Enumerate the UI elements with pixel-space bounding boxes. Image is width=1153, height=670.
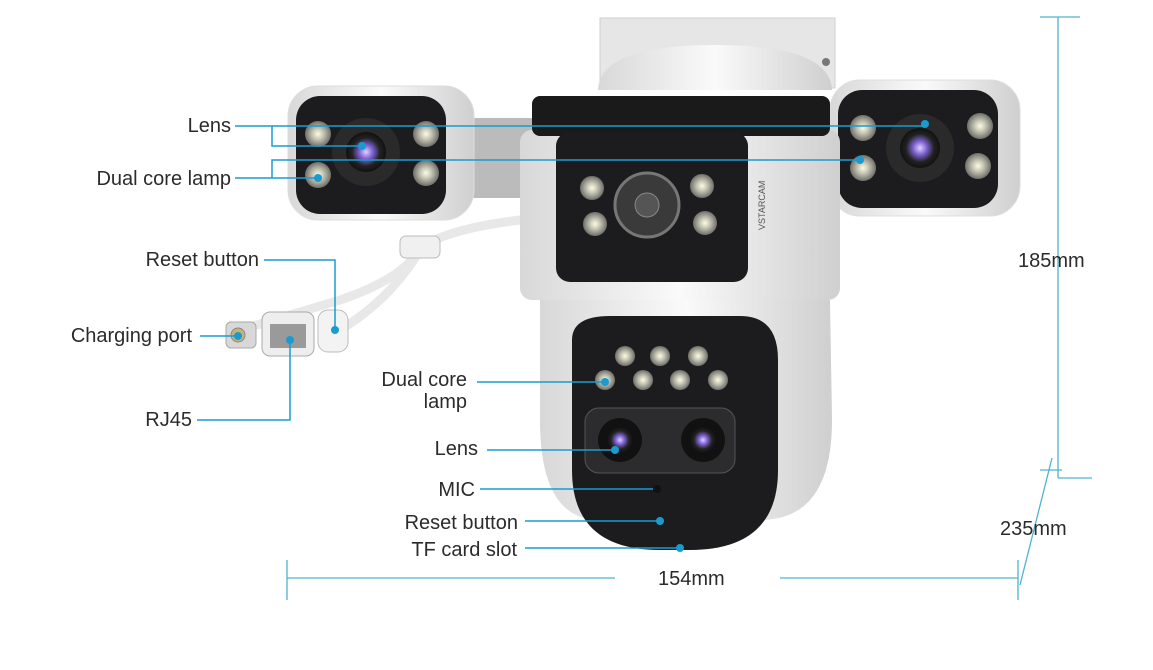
label-lens-top: Lens xyxy=(187,115,231,137)
label-line-1: Dual core xyxy=(381,369,467,391)
dome-body xyxy=(540,300,832,550)
label-tf-card-slot: TF card slot xyxy=(411,539,517,561)
left-bullet-camera xyxy=(287,85,475,221)
label-reset-button-cable: Reset button xyxy=(145,249,259,271)
label-charging-port: Charging port xyxy=(70,325,192,347)
label-mic: MIC xyxy=(438,479,475,501)
wall-mount xyxy=(598,17,836,90)
dimension-height: 185mm xyxy=(1018,250,1085,272)
label-reset-button-body: Reset button xyxy=(404,512,518,534)
right-bullet-camera xyxy=(829,79,1021,217)
leader-lines xyxy=(197,125,925,549)
label-dual-core-lamp-top: Dual core lamp xyxy=(96,168,231,190)
label-line-2: lamp xyxy=(423,391,467,413)
dimension-width: 154mm xyxy=(658,568,725,590)
label-lens-bottom: Lens xyxy=(434,438,478,460)
brand-logo: VSTARCAM xyxy=(757,181,767,230)
dimension-lines xyxy=(286,16,1092,600)
leader-dots xyxy=(234,120,929,552)
dimension-depth: 235mm xyxy=(1000,518,1067,540)
label-rj45: RJ45 xyxy=(145,409,192,431)
